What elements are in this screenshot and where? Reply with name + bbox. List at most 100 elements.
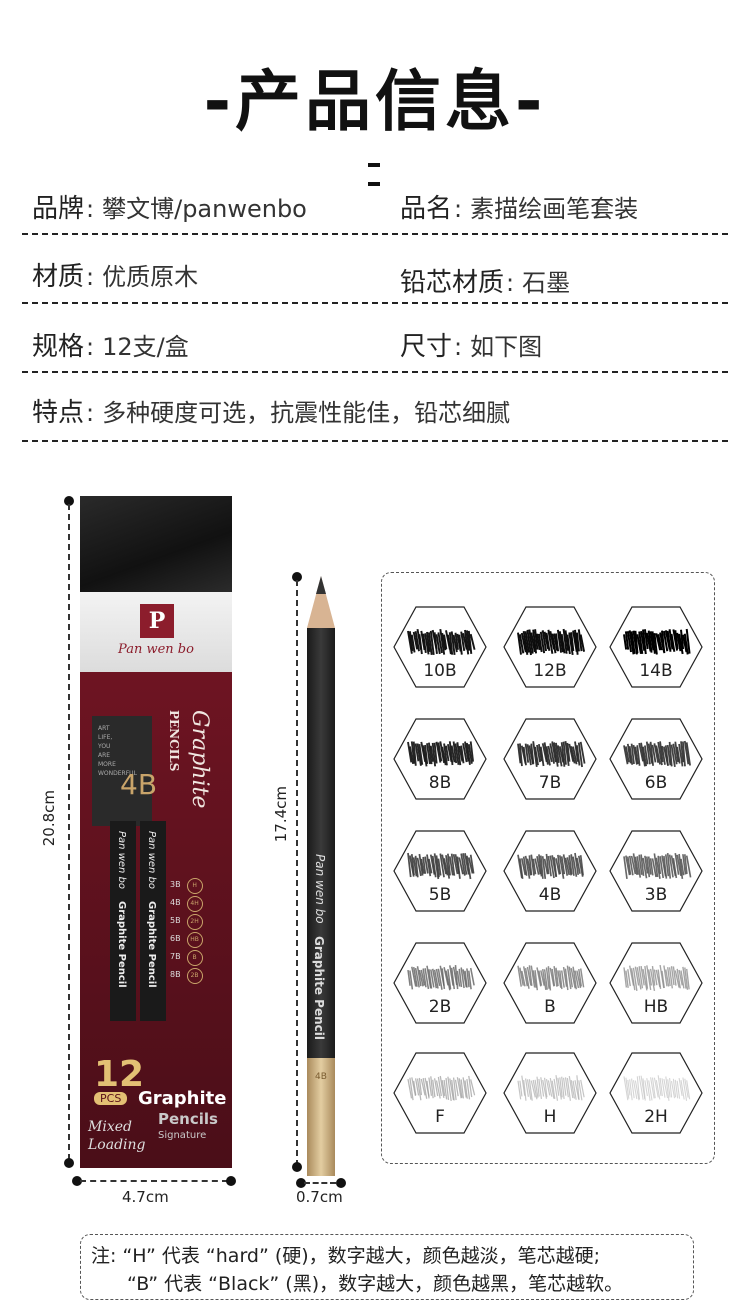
hardness-sample: 3B (608, 829, 704, 913)
spec-lead: 铅芯材质:石墨 (400, 262, 570, 299)
hardness-grade-label: 10B (423, 661, 457, 681)
graphite-stroke-swatch (407, 628, 476, 655)
grade-left: 8B (170, 970, 181, 979)
hardness-grade-label: 14B (639, 661, 673, 681)
spec-brand-label: 品牌 (32, 194, 85, 224)
hardness-grade-label: 2H (644, 1107, 668, 1127)
hardness-sample: 2B (392, 941, 488, 1025)
spec-size-label: 规格 (32, 332, 85, 362)
box-count: 12 (94, 1054, 145, 1095)
hardness-grade-label: H (543, 1107, 557, 1127)
hardness-grade-label: 2B (428, 997, 452, 1017)
hardness-grade-label: 8B (428, 773, 452, 793)
box-tagline: ART LIFE, YOU ARE MORE WONDERFUL (98, 725, 137, 777)
spec-size-value: 12支/盒 (102, 333, 189, 361)
hexagon-frame (609, 830, 703, 912)
spec-row-size: 规格:12支/盒 尺寸:如下图 (22, 326, 728, 390)
grade-right: 4H (186, 896, 203, 912)
spec-dim-label: 尺寸 (400, 332, 453, 362)
box-pencil-brand: Pan wen bo (116, 831, 127, 889)
dimension-dot (336, 1178, 346, 1188)
spec-lead-value: 石墨 (522, 269, 571, 297)
box-grade: 4B (120, 768, 158, 801)
spec-separator: : (454, 333, 463, 361)
hexagon-frame (393, 718, 487, 800)
grade-left: 5B (170, 916, 181, 925)
hexagon-frame (609, 606, 703, 688)
spec-name: 品名:素描绘画笔套装 (400, 188, 638, 225)
grade-right: B (186, 950, 203, 966)
spec-brand: 品牌:攀文博/panwenbo (32, 188, 307, 225)
spec-material: 材质:优质原木 (32, 256, 198, 293)
hardness-grade-label: 4B (538, 885, 562, 905)
pencil-box-image: P Pan wen bo ART LIFE, YOU ARE MORE WOND… (80, 496, 232, 1168)
spec-row-feature: 特点:多种硬度可选，抗震性能佳，铅芯细腻 (22, 392, 728, 456)
dimension-dot (226, 1176, 236, 1186)
dimension-dot (64, 496, 74, 506)
hexagon-frame (393, 942, 487, 1024)
note-line-2: “B” 代表 “Black” (黑)，数字越大，颜色越黑，笔芯越软。 (127, 1273, 624, 1295)
box-mixed-loading: Mixed Loading (88, 1118, 146, 1154)
spec-lead-label: 铅芯材质 (400, 268, 505, 298)
hexagon-frame (609, 942, 703, 1024)
spec-separator: : (86, 399, 95, 427)
hardness-grade-label: 3B (644, 885, 668, 905)
spec-dim-value: 如下图 (470, 333, 543, 361)
box-label-panel (92, 716, 152, 826)
spec-name-value: 素描绘画笔套装 (470, 195, 639, 223)
box-pcs-badge: PCS (94, 1092, 128, 1105)
spec-separator: : (506, 269, 515, 297)
box-script-title: Graphite PENCILS (167, 710, 212, 840)
hardness-sample: HB (608, 941, 704, 1025)
box-pencils-subword: Pencils (158, 1110, 218, 1128)
pencil-text: Graphite Pencil (312, 936, 326, 1040)
grade-right: H (186, 878, 203, 894)
graphite-stroke-swatch (517, 628, 586, 656)
note-line-1: 注: “H” 代表 “hard” (硬)，数字越大，颜色越淡，笔芯越硬; (91, 1245, 601, 1267)
graphite-stroke-swatch (623, 964, 690, 991)
spec-feature: 特点:多种硬度可选，抗震性能佳，铅芯细腻 (32, 392, 510, 429)
spec-separator: : (86, 333, 95, 361)
hardness-sample: 4B (502, 829, 598, 913)
hardness-sample: 2H (608, 1051, 704, 1135)
spec-name-label: 品名 (400, 194, 453, 224)
graphite-stroke-swatch (623, 1075, 691, 1101)
hexagon-frame (503, 718, 597, 800)
hexagon-frame (393, 606, 487, 688)
hexagon-frame (393, 830, 487, 912)
dimension-dot (64, 1158, 74, 1168)
box-pencils-word: PENCILS (167, 710, 181, 772)
box-pencil-text: Graphite Pencil (116, 901, 127, 988)
pencil-body: Pan wen bo Graphite Pencil (307, 628, 335, 1058)
spec-brand-value: 攀文博/panwenbo (102, 195, 307, 223)
spec-row-material: 材质:优质原木 铅芯材质:石墨 (22, 256, 728, 320)
divider (22, 302, 728, 304)
pencil-end-grade: 4B (315, 1072, 327, 1082)
dimension-dot (296, 1178, 306, 1188)
divider (22, 440, 728, 442)
box-script-word: Graphite (187, 710, 212, 809)
divider (22, 371, 728, 373)
box-top-flap (80, 496, 232, 592)
spec-feature-value: 多种硬度可选，抗震性能佳，铅芯细腻 (102, 399, 511, 427)
graphite-stroke-swatch (623, 740, 691, 768)
pencil-height-line (296, 580, 298, 1166)
box-width-line (80, 1180, 228, 1182)
hardness-grade-label: 12B (533, 661, 567, 681)
graphite-stroke-swatch (517, 852, 584, 879)
grade-left: 3B (170, 880, 181, 889)
graphite-stroke-swatch (517, 740, 586, 768)
graphite-stroke-swatch (623, 852, 692, 880)
grade-right: 2H (186, 914, 203, 930)
graphite-stroke-swatch (517, 1075, 585, 1101)
pencil-height-label: 17.4cm (272, 786, 290, 843)
hexagon-frame (503, 606, 597, 688)
box-pencil-brand: Pan wen bo (146, 831, 157, 889)
graphite-stroke-swatch (407, 852, 475, 880)
grade-left: 6B (170, 934, 181, 943)
spec-separator: : (454, 195, 463, 223)
hardness-sample: 10B (392, 605, 488, 689)
grade-right: HB (186, 932, 203, 948)
